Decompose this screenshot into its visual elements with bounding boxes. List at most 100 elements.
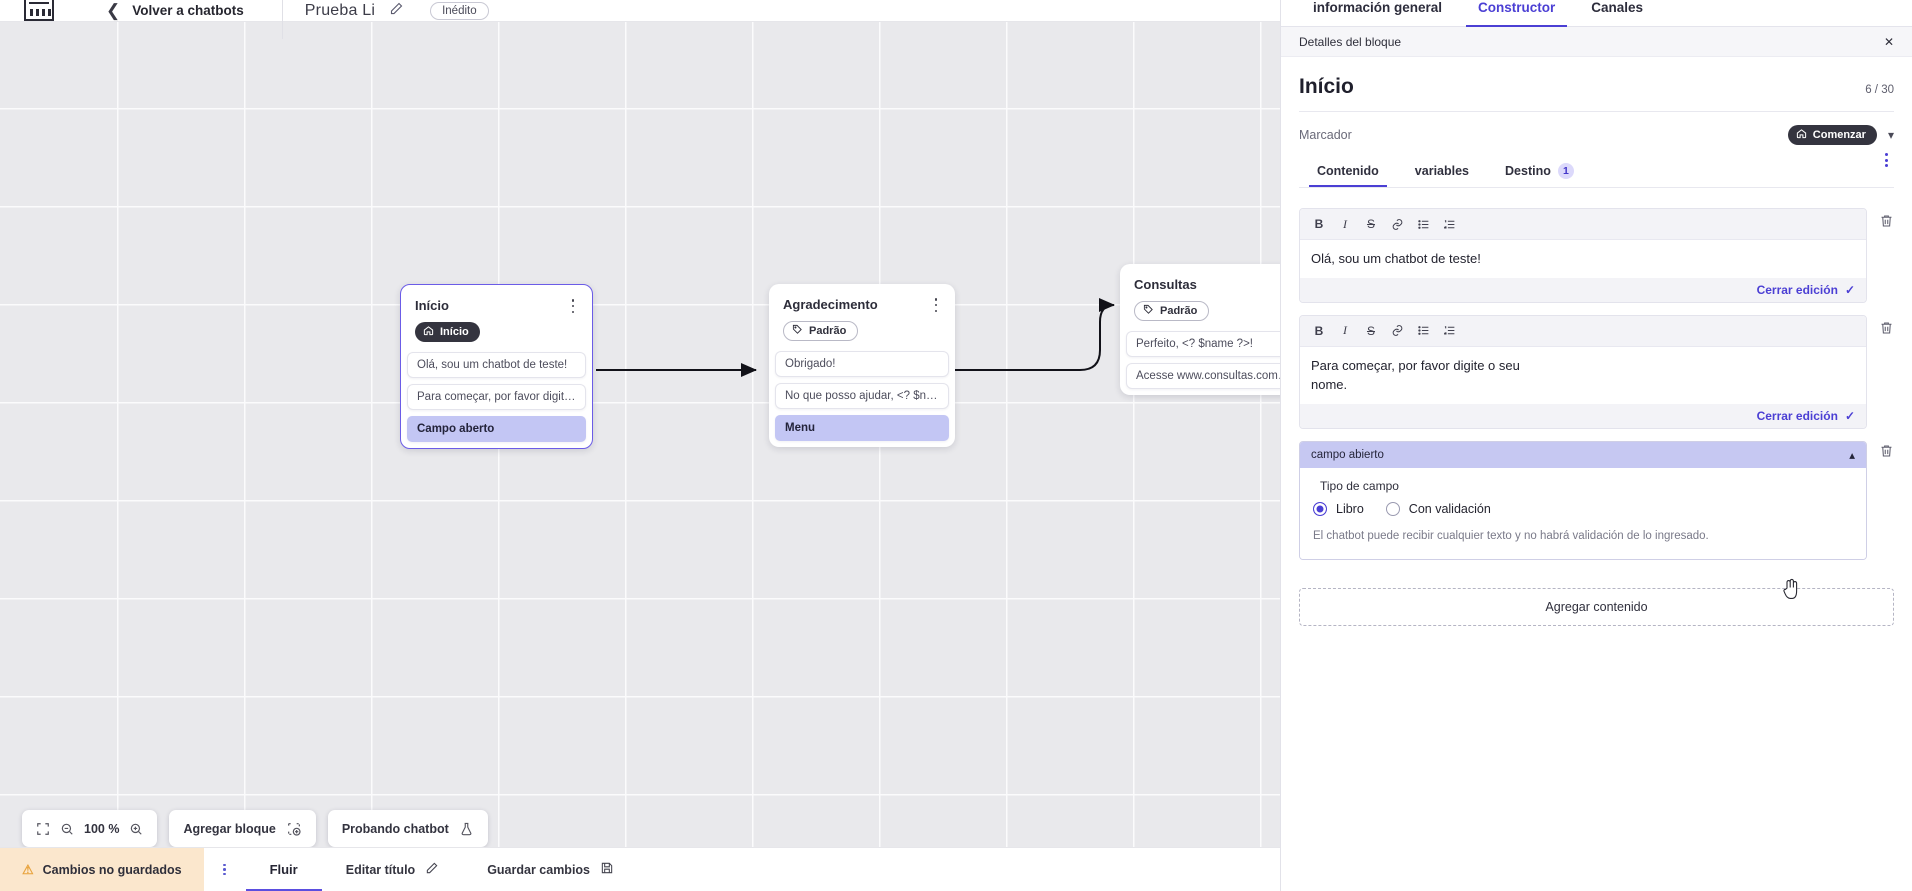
node-header: Início Início <box>401 285 592 342</box>
footer-menu-button[interactable] <box>204 848 246 891</box>
pencil-icon[interactable] <box>389 1 404 21</box>
add-block-icon <box>286 821 302 837</box>
editor-toolbar: B I S <box>1300 315 1866 347</box>
rich-text-editor[interactable]: B I S <box>1299 314 1867 429</box>
add-content-button[interactable]: Agregar contenido <box>1299 588 1894 627</box>
close-edit-button[interactable]: Cerrar edición <box>1756 282 1838 297</box>
tab-canales[interactable]: Canales <box>1591 0 1644 15</box>
numbered-list-icon[interactable] <box>1436 321 1462 341</box>
save-changes-button[interactable]: Guardar cambios <box>463 848 638 891</box>
trash-icon[interactable] <box>1879 208 1894 232</box>
zoom-out-icon[interactable] <box>60 822 74 836</box>
italic-icon[interactable]: I <box>1343 216 1347 231</box>
editor-text[interactable]: Para começar, por favor digite o seu nom… <box>1311 357 1520 393</box>
test-chatbot-button[interactable]: Probando chatbot <box>327 810 488 847</box>
italic-icon[interactable]: I <box>1343 323 1347 337</box>
tag-icon <box>1143 304 1154 318</box>
edit-title-button[interactable]: Editar título <box>322 848 463 891</box>
marker-value-badge[interactable]: Comenzar <box>1787 125 1877 145</box>
open-field-title: campo abierto <box>1311 448 1384 461</box>
marker-row: Marcador Comenzar ▾ <box>1299 112 1894 153</box>
editor-footer: Cerrar edición ✓ <box>1300 403 1866 428</box>
node-row[interactable]: Menu <box>775 415 949 441</box>
radio-con-validacion[interactable]: Con validación <box>1385 501 1491 516</box>
check-icon[interactable]: ✓ <box>1844 408 1855 423</box>
node-row[interactable]: No que posso ajudar, <? $name ... <box>775 383 949 409</box>
content-menu-button[interactable] <box>1885 153 1888 167</box>
node-badge-label: Início <box>440 326 469 338</box>
content-blocks: B I S <box>1299 188 1894 627</box>
footer-tab-fluir[interactable]: Fluir <box>245 848 322 891</box>
home-icon <box>1796 128 1807 142</box>
tab-contenido[interactable]: Contenido <box>1299 164 1397 187</box>
chevron-down-icon[interactable]: ▾ <box>1887 128 1894 142</box>
status-badge: Inédito <box>430 1 489 20</box>
node-title: Início <box>415 298 449 313</box>
flow-node-inicio[interactable]: Início Início Olá, sou um chatbot de tes… <box>400 284 593 449</box>
add-block-button[interactable]: Agregar bloque <box>169 810 316 847</box>
toolbar-divider <box>281 0 283 39</box>
app-logo-icon[interactable] <box>24 0 54 21</box>
bullet-list-icon[interactable] <box>1410 321 1436 341</box>
fit-screen-icon[interactable] <box>36 822 50 836</box>
node-row[interactable]: Olá, sou um chatbot de teste! <box>407 352 586 378</box>
tab-destino[interactable]: Destino 1 <box>1487 163 1592 187</box>
zoom-in-icon[interactable] <box>129 822 143 836</box>
marker-control: Comenzar ▾ <box>1787 125 1894 145</box>
strikethrough-icon[interactable]: S <box>1366 323 1375 338</box>
rich-text-editor[interactable]: B I S <box>1299 208 1867 303</box>
block-title: Início <box>1299 75 1354 98</box>
flow-node-consultas[interactable]: Consultas Padrão Perfeito, <? $name ?>! … <box>1120 264 1306 395</box>
pencil-icon <box>425 861 439 878</box>
marker-value-label: Comenzar <box>1812 129 1866 141</box>
node-menu-button[interactable] <box>929 297 943 313</box>
node-badge-label: Padrão <box>809 325 847 337</box>
tab-variables[interactable]: variables <box>1397 164 1487 186</box>
back-chevron-icon[interactable]: ❮ <box>106 1 121 20</box>
node-default-badge: Padrão <box>1134 301 1210 321</box>
editor-toolbar: B I S <box>1300 209 1866 240</box>
panel-subheader: Detalles del bloque ✕ <box>1281 27 1912 57</box>
tab-constructor[interactable]: Constructor <box>1460 0 1573 27</box>
chevron-up-icon[interactable]: ▴ <box>1849 449 1855 462</box>
tab-informacion-general[interactable]: información general <box>1313 0 1443 15</box>
strikethrough-icon[interactable]: S <box>1366 217 1375 231</box>
bold-icon[interactable]: B <box>1314 323 1324 338</box>
back-to-chatbots-link[interactable]: Volver a chatbots <box>132 3 244 18</box>
check-icon[interactable]: ✓ <box>1844 282 1855 297</box>
content-block: B I S <box>1299 208 1894 303</box>
node-row[interactable]: Para começar, por favor digite o ... <box>407 384 586 410</box>
node-rows: Perfeito, <? $name ?>! Acesse www.consul… <box>1120 331 1306 389</box>
node-row[interactable]: Acesse www.consultas.com par... <box>1126 363 1300 389</box>
node-header: Agradecimento Padrão <box>769 284 955 341</box>
close-icon[interactable]: ✕ <box>1883 34 1894 49</box>
open-field-card: campo abierto ▴ Tipo de campo Libro <box>1299 440 1867 561</box>
editor-text[interactable]: Olá, sou um chatbot de teste! <box>1311 251 1481 266</box>
node-menu-button[interactable] <box>566 298 580 314</box>
add-block-label: Agregar bloque <box>183 821 276 836</box>
open-field-header[interactable]: campo abierto ▴ <box>1300 441 1866 468</box>
trash-icon[interactable] <box>1879 315 1894 339</box>
node-row[interactable]: Obrigado! <box>775 351 949 377</box>
content-block: B I S <box>1299 314 1894 429</box>
field-type-radios: Libro Con validación <box>1313 501 1853 516</box>
node-default-badge: Padrão <box>783 321 859 341</box>
radio-libro[interactable]: Libro <box>1313 501 1364 516</box>
bullet-list-icon[interactable] <box>1410 214 1436 234</box>
link-icon[interactable] <box>1384 214 1410 234</box>
radio-dot <box>1385 501 1400 516</box>
test-chatbot-label: Probando chatbot <box>341 821 449 836</box>
trash-icon[interactable] <box>1879 441 1894 462</box>
numbered-list-icon[interactable] <box>1436 214 1462 234</box>
home-icon <box>423 325 434 339</box>
save-changes-label: Guardar cambios <box>487 862 591 877</box>
bold-icon[interactable]: B <box>1314 217 1324 231</box>
tab-contenido-label: Contenido <box>1317 164 1379 178</box>
link-icon[interactable] <box>1384 321 1410 341</box>
node-row[interactable]: Campo aberto <box>407 416 586 442</box>
node-row[interactable]: Perfeito, <? $name ?>! <box>1126 331 1300 357</box>
node-title: Agradecimento <box>783 297 878 312</box>
close-edit-button[interactable]: Cerrar edición <box>1756 408 1838 423</box>
flow-node-agradecimento[interactable]: Agradecimento Padrão Obrigado! No que po… <box>769 284 955 447</box>
